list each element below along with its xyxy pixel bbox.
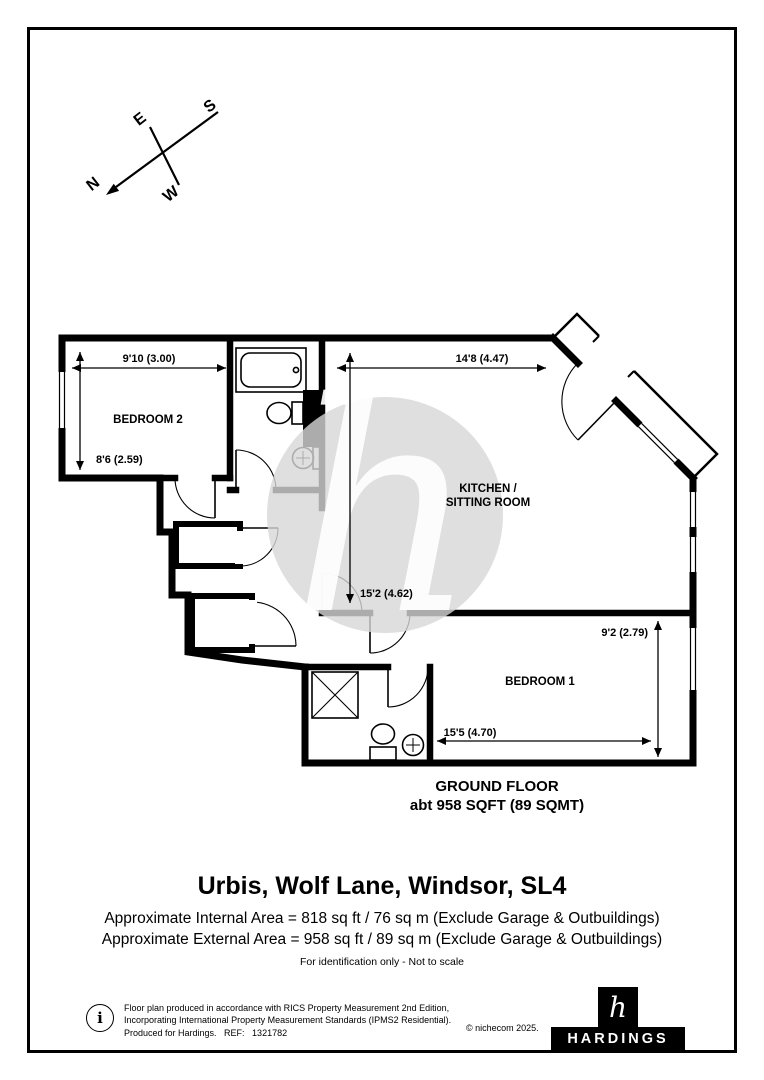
compass-n: N bbox=[83, 174, 103, 195]
dimension-labels: 9'10 (3.00) 8'6 (2.59) 14'8 (4.47) 15'2 … bbox=[96, 353, 648, 739]
external-area-line: Approximate External Area = 958 sq ft / … bbox=[101, 931, 663, 948]
footer-line3: Produced for Hardings. REF: 1321782 bbox=[124, 1027, 288, 1038]
bedroom1-height: 9'2 (2.79) bbox=[601, 627, 648, 639]
exterior-walls bbox=[58, 333, 698, 767]
footer-line2: Incorporating International Property Mea… bbox=[124, 1015, 452, 1026]
window-kitchen-2 bbox=[688, 537, 698, 572]
entrance-porch bbox=[552, 312, 719, 479]
window-bedroom2 bbox=[57, 372, 67, 428]
basin bbox=[401, 733, 425, 757]
bathroom2-fixtures bbox=[311, 671, 425, 761]
window-bedroom1 bbox=[688, 628, 698, 690]
kitchen-label-line1: KITCHEN / bbox=[459, 483, 517, 495]
windows bbox=[57, 372, 698, 690]
footer-text: Floor plan produced in accordance with R… bbox=[124, 1002, 469, 1039]
watermark-letter: h bbox=[292, 342, 479, 679]
bedroom2-width: 9'10 (3.00) bbox=[123, 353, 176, 365]
bedroom2-height: 8'6 (2.59) bbox=[96, 454, 143, 466]
closets bbox=[173, 521, 257, 653]
bedroom1-width: 15'5 (4.70) bbox=[444, 727, 497, 739]
floor-title: GROUND FLOOR bbox=[435, 778, 558, 795]
footer-line1: Floor plan produced in accordance with R… bbox=[124, 1003, 450, 1013]
bedroom1-label: BEDROOM 1 bbox=[505, 676, 575, 688]
internal-area-line: Approximate Internal Area = 818 sq ft / … bbox=[104, 910, 660, 927]
copyright: © nichecom 2025. bbox=[466, 1023, 539, 1033]
watermark: h bbox=[267, 342, 503, 679]
disclaimer: For identification only - Not to scale bbox=[300, 956, 464, 968]
compass-north-arrow bbox=[106, 183, 120, 195]
hardings-logo-icon: h bbox=[598, 987, 638, 1027]
info-icon: i bbox=[86, 1004, 114, 1032]
floorplan-drawing: h 9'10 (3.00) 8'6 (2.59) 14'8 (4.47) 15'… bbox=[57, 96, 719, 814]
floor-area: abt 958 SQFT (89 SQMT) bbox=[410, 797, 584, 814]
compass: S E N W bbox=[83, 96, 219, 206]
page-border bbox=[27, 27, 737, 1053]
room-labels: BEDROOM 2 KITCHEN / SITTING ROOM BEDROOM… bbox=[113, 414, 575, 688]
window-chamfer bbox=[636, 421, 680, 465]
dimension-lines bbox=[72, 352, 662, 757]
shower bbox=[311, 671, 359, 719]
compass-w: W bbox=[160, 183, 183, 206]
kitchen-height: 15'2 (4.62) bbox=[360, 588, 413, 600]
kitchen-label-line2: SITTING ROOM bbox=[446, 497, 530, 509]
bedroom2-label: BEDROOM 2 bbox=[113, 414, 183, 426]
window-kitchen-1 bbox=[688, 492, 698, 527]
property-address: Urbis, Wolf Lane, Windsor, SL4 bbox=[197, 872, 567, 900]
hardings-logo-wordmark: HARDINGS bbox=[551, 1027, 685, 1050]
compass-e: E bbox=[131, 109, 150, 129]
bathtub bbox=[235, 347, 307, 393]
kitchen-width: 14'8 (4.47) bbox=[456, 353, 509, 365]
floor-caption: GROUND FLOOR abt 958 SQFT (89 SQMT) bbox=[410, 778, 584, 814]
